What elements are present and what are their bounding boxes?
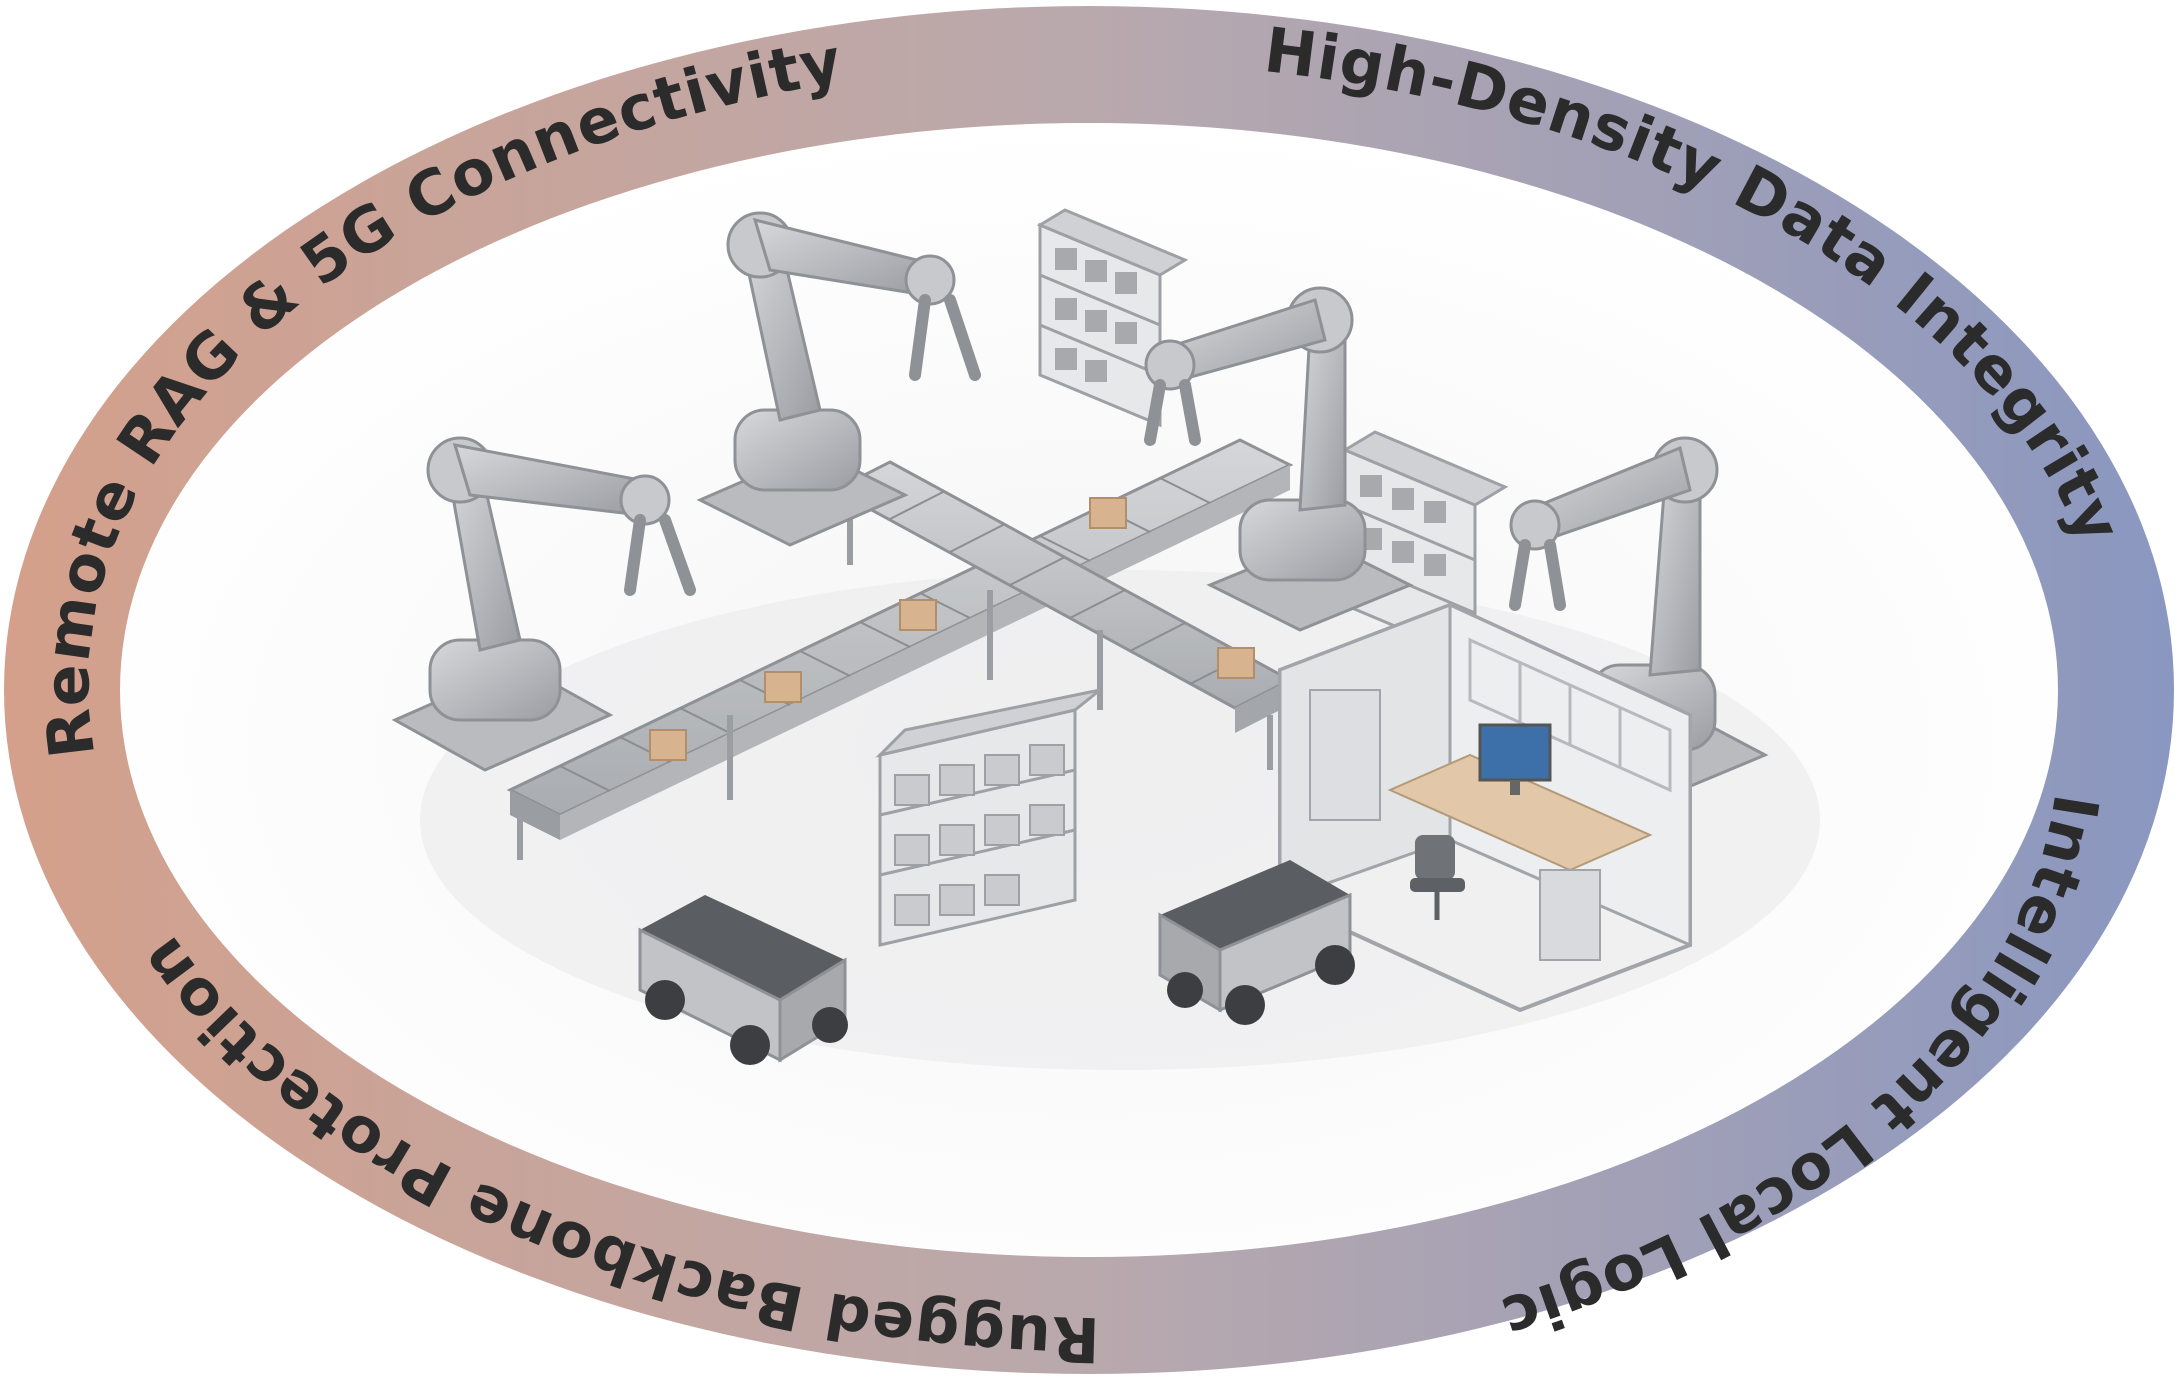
robot-arm-icon: [391, 436, 696, 772]
factory-scene: [391, 208, 1820, 1070]
storage-shelf-icon: [875, 688, 1101, 947]
robot-arm-icon: [696, 211, 981, 547]
autonomous-vehicle-icon: [638, 895, 848, 1065]
control-booth-icon: [1278, 602, 1692, 1013]
office-chair-icon: [1410, 835, 1465, 920]
autonomous-vehicle-icon: [1158, 860, 1355, 1025]
robot-arm-icon: [1144, 286, 1414, 632]
storage-shelf-icon: [1036, 208, 1189, 428]
cardboard-box-icon: [649, 497, 1255, 761]
computer-monitor-icon: [1478, 723, 1552, 795]
